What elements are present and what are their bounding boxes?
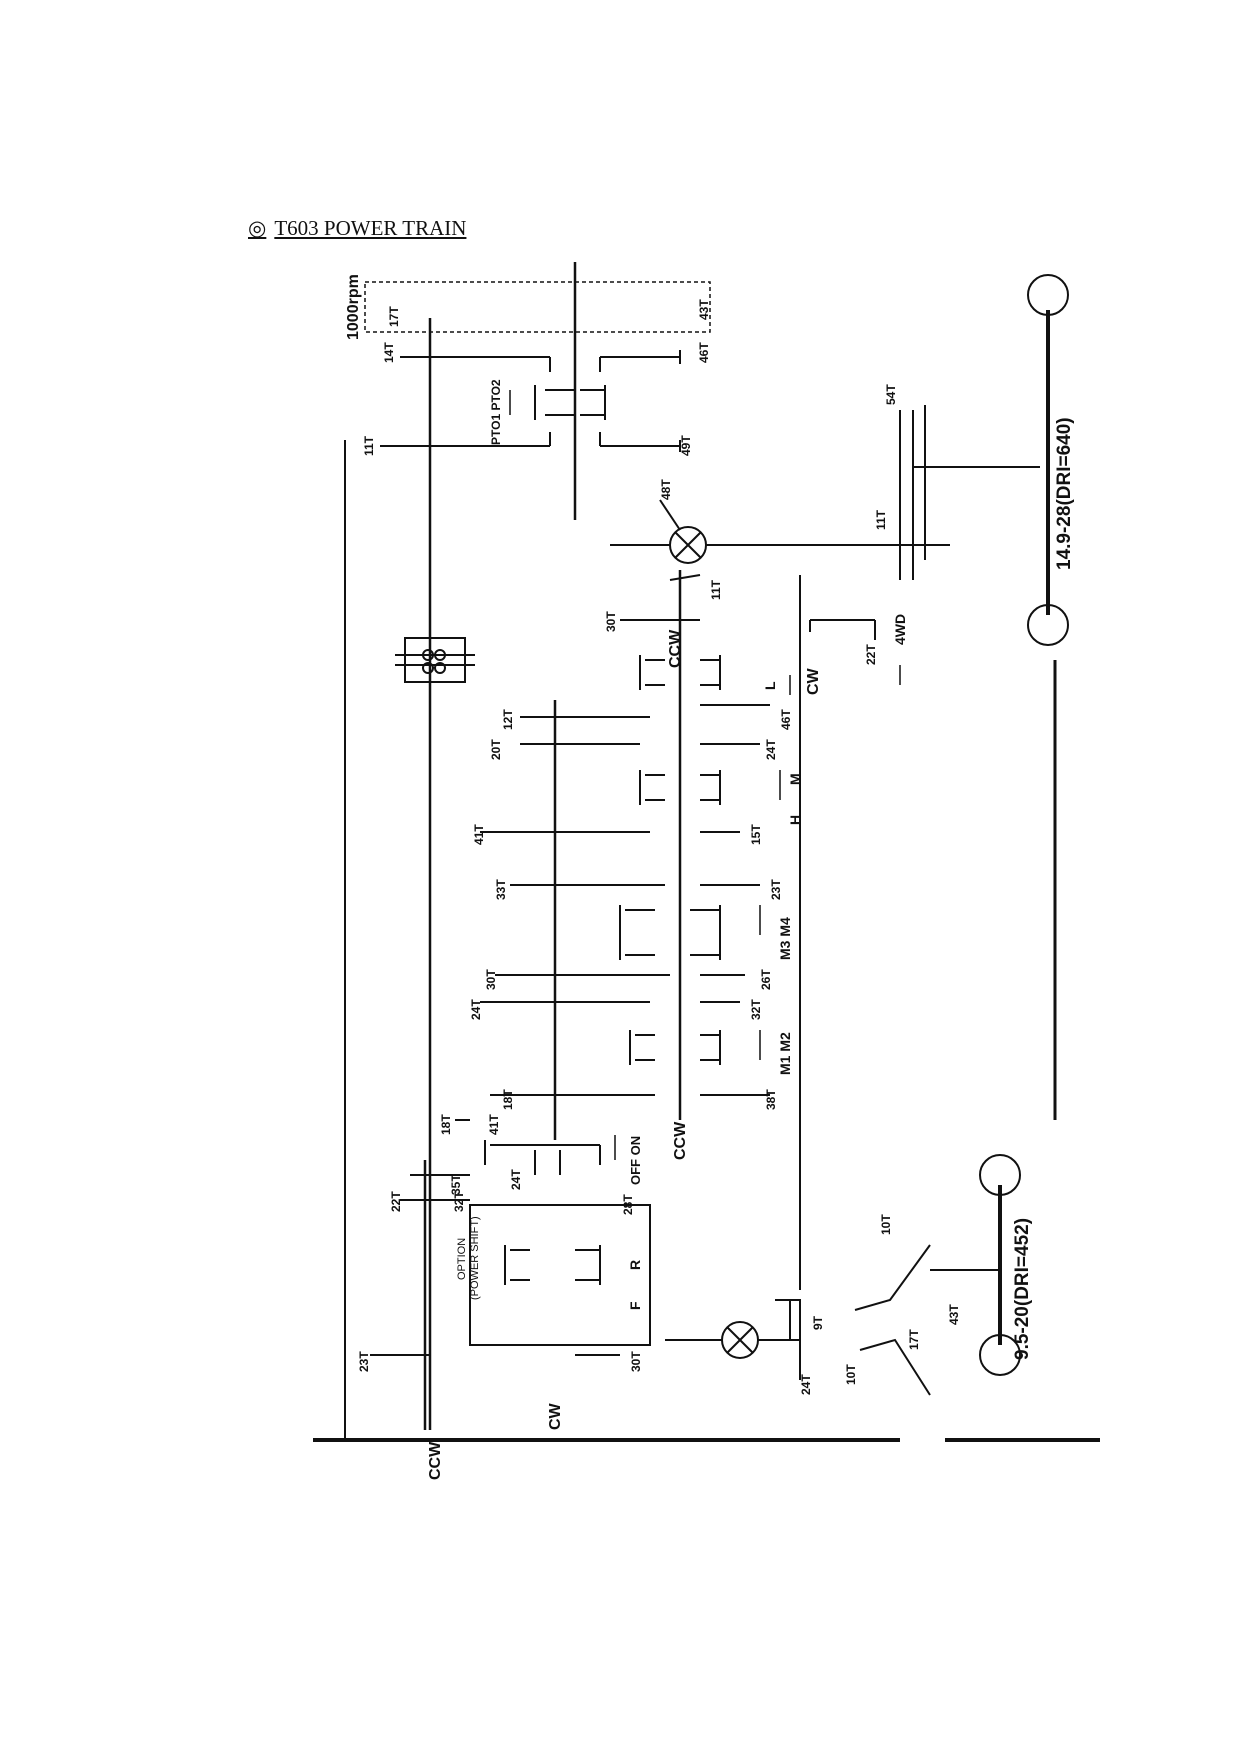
label-ccw-lower: CCW (427, 1441, 444, 1480)
title-symbol: ◎ (248, 216, 267, 240)
label-24t-pto: 24T (509, 1169, 523, 1190)
pto-clutch (534, 385, 606, 420)
label-cw-upper: CW (805, 667, 822, 695)
label-48t: 48T (659, 479, 673, 500)
label-18t-top: 18T (439, 1114, 453, 1135)
label-30t: 30T (604, 611, 618, 632)
label-26t: 26T (759, 969, 773, 990)
label-10t-lower: 10T (844, 1364, 858, 1385)
label-m: M (787, 773, 803, 785)
label-m3-m4: M3 M4 (777, 917, 793, 960)
label-32t: 32T (749, 999, 763, 1020)
label-17t-front: 17T (907, 1329, 921, 1350)
m3-m4-synchro (619, 905, 721, 960)
label-r: R (627, 1260, 643, 1270)
label-33t: 33T (494, 879, 508, 900)
label-1000rpm: 1000rpm (345, 274, 362, 340)
document-title: ◎ T603 POWER TRAIN (248, 216, 466, 241)
title-text: T603 POWER TRAIN (274, 216, 467, 240)
label-18t: 18T (501, 1089, 515, 1110)
label-41t-pto: 41T (487, 1114, 501, 1135)
label-38t: 38T (764, 1089, 778, 1110)
label-14t: 14T (382, 342, 396, 363)
bevel-11t (669, 574, 701, 581)
label-11t: 11T (362, 435, 376, 456)
label-32t-fwd: 32T (452, 1191, 466, 1212)
label-22t: 22T (864, 644, 878, 665)
label-off-on: OFF ON (628, 1136, 643, 1185)
label-54t: 54T (884, 384, 898, 405)
label-20t: 20T (489, 739, 503, 760)
label-22t-input: 22T (389, 1191, 403, 1212)
option-power-shift-box (469, 1204, 651, 1346)
forward-reverse-clutch (504, 1245, 601, 1285)
front-wheel-right (979, 1334, 1021, 1376)
label-46t-l: 46T (779, 709, 793, 730)
label-17t: 17T (387, 306, 401, 327)
range-hm-clutch (639, 770, 721, 805)
label-23t: 23T (769, 879, 783, 900)
label-ccw-upper: CCW (667, 629, 684, 668)
label-24t-front: 24T (799, 1374, 813, 1395)
label-f: F (627, 1301, 643, 1310)
label-m1-m2: M1 M2 (777, 1032, 793, 1075)
label-power-shift: (POWER SHIFT) (469, 1216, 481, 1300)
label-cw-lower: CW (547, 1402, 564, 1430)
label-43t-front: 43T (947, 1304, 961, 1325)
label-23t-input: 23T (357, 1351, 371, 1372)
rear-wheel-right (1027, 604, 1069, 646)
label-h: H (787, 815, 803, 825)
label-ccw-mid: CCW (672, 1121, 689, 1160)
label-28t: 28T (621, 1194, 635, 1215)
m1-m2-synchro (629, 1030, 721, 1065)
front-final-drive (854, 1244, 931, 1396)
label-11t-bevel: 11T (709, 579, 723, 600)
range-l-clutch (639, 655, 721, 690)
front-wheel-left (979, 1154, 1021, 1196)
label-49t: 49T (679, 435, 693, 456)
label-11t-final: 11T (874, 509, 888, 530)
label-15t: 15T (749, 824, 763, 845)
label-9t: 9T (811, 1315, 825, 1330)
label-24t-m: 24T (764, 739, 778, 760)
label-24t-m1: 24T (469, 999, 483, 1020)
label-option: OPTION (456, 1238, 468, 1280)
label-41t: 41T (472, 824, 486, 845)
label-l: L (762, 681, 778, 690)
label-43t: 43T (697, 299, 711, 320)
pto-1000rpm-box (364, 281, 711, 333)
label-30t-rev: 30T (629, 1351, 643, 1372)
front-bevel-gears (775, 1299, 801, 1380)
label-10t-upper: 10T (879, 1214, 893, 1235)
rear-wheel-left (1027, 274, 1069, 316)
pto-pump-coupling (404, 637, 466, 683)
label-46t: 46T (697, 342, 711, 363)
label-35t: 35T (449, 1174, 463, 1195)
shift-arrows (509, 390, 901, 1160)
label-front-tire: 9.5-20(DRI=452) (1012, 1218, 1033, 1360)
label-30t-m3: 30T (484, 969, 498, 990)
label-4wd: 4WD (892, 614, 908, 645)
label-pto-select: PTO1 PTO2 (489, 379, 503, 445)
pto-on-off-clutch (484, 1140, 601, 1175)
label-12t: 12T (501, 709, 515, 730)
label-rear-tire: 14.9-28(DRI=640) (1054, 417, 1075, 570)
bevel-48t (659, 499, 681, 531)
